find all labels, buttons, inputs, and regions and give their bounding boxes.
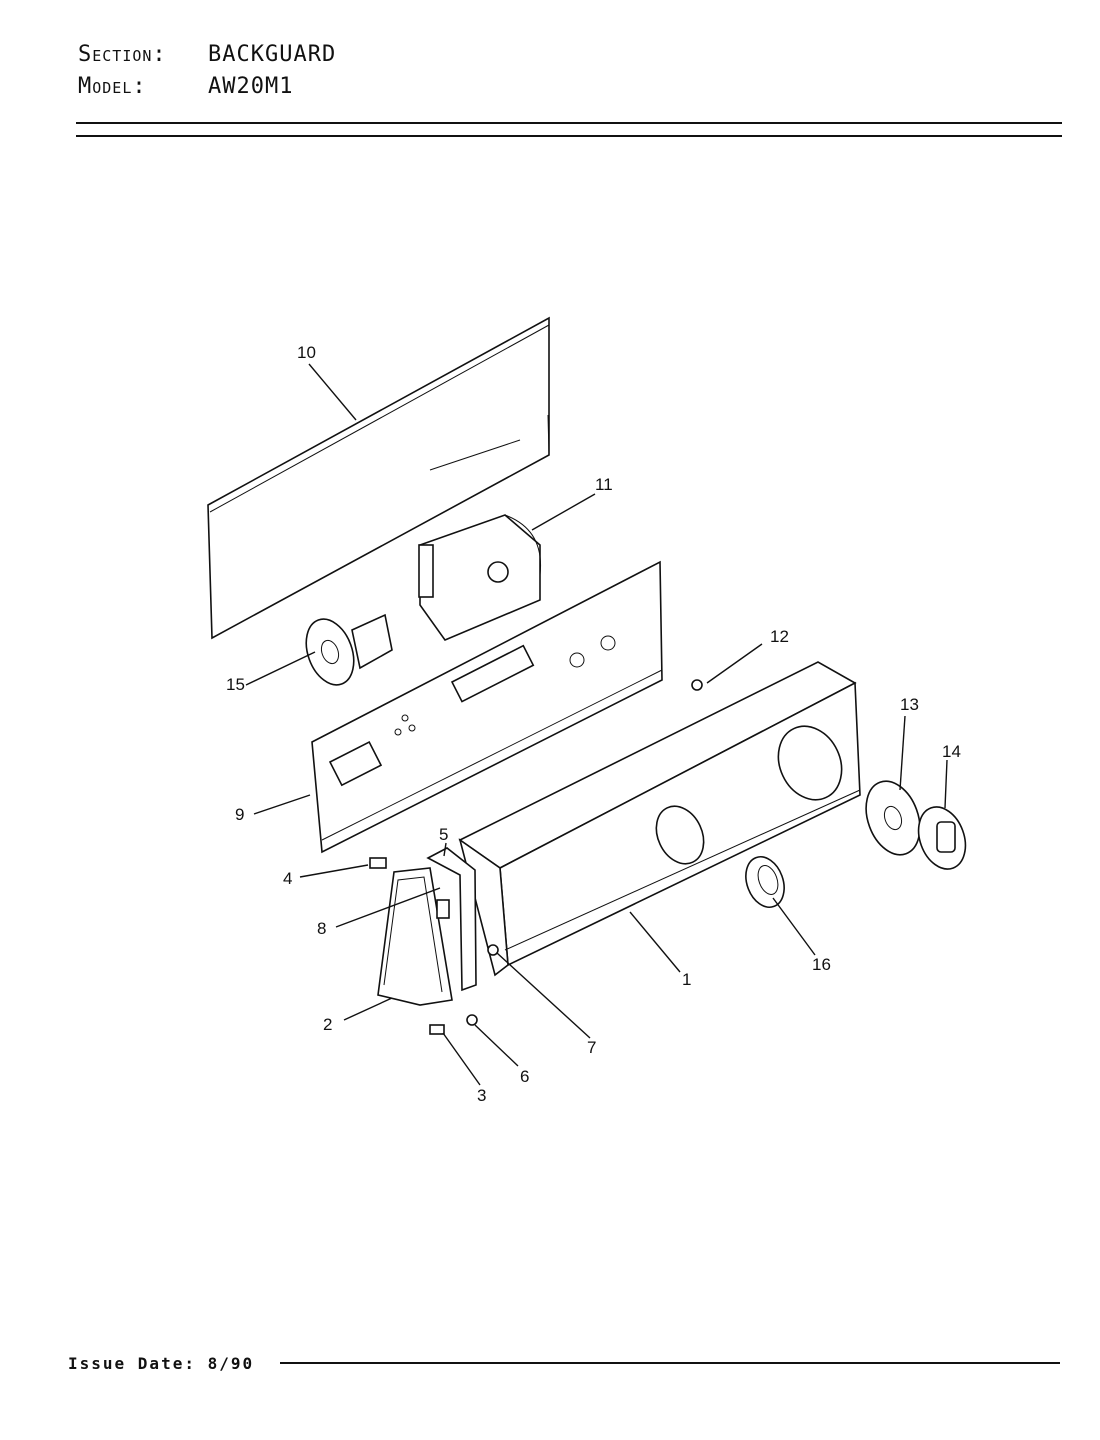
model-label: Model: <box>78 74 147 99</box>
callout-11: 11 <box>595 475 613 494</box>
callout-10: 10 <box>297 343 316 362</box>
part-screw-side <box>487 944 499 956</box>
part-screw-panel <box>691 679 703 691</box>
callout-3: 3 <box>477 1086 486 1105</box>
callout-12: 12 <box>770 627 789 646</box>
footer-rule <box>280 1362 1060 1364</box>
callout-5: 5 <box>439 825 448 844</box>
part-switch <box>305 613 393 686</box>
callout-1: 1 <box>682 970 691 989</box>
header-rule-bottom <box>76 135 1062 137</box>
model-header: Model: AW20M1 <box>78 74 293 99</box>
leader-lines <box>245 363 948 1086</box>
callout-4: 4 <box>283 869 292 888</box>
issue-date: Issue Date: 8/90 <box>68 1354 255 1373</box>
part-knob <box>917 806 967 870</box>
callout-8: 8 <box>317 919 326 938</box>
part-control-panel <box>311 560 663 854</box>
callout-13: 13 <box>900 695 919 714</box>
section-value: BACKGUARD <box>208 42 337 67</box>
part-bottom-clip <box>429 1024 445 1035</box>
part-small-knob <box>745 856 785 908</box>
part-large-dial <box>865 780 921 856</box>
callout-15: 15 <box>226 675 245 694</box>
header-rule-top <box>76 122 1062 124</box>
part-screw-bottom <box>466 1014 478 1026</box>
part-clip <box>369 857 387 869</box>
callout-9: 9 <box>235 805 244 824</box>
callout-7: 7 <box>587 1038 596 1057</box>
part-trim-strip <box>426 847 477 992</box>
model-value: AW20M1 <box>208 74 294 99</box>
part-rear-panel <box>207 316 550 640</box>
callout-16: 16 <box>812 955 831 974</box>
callout-6: 6 <box>520 1067 529 1086</box>
callout-2: 2 <box>323 1015 332 1034</box>
section-header: Section: BACKGUARD <box>78 42 336 67</box>
callout-14: 14 <box>942 742 961 761</box>
section-label: Section: <box>78 42 167 67</box>
part-end-cap <box>377 867 453 1006</box>
part-timer-assembly <box>418 514 542 641</box>
